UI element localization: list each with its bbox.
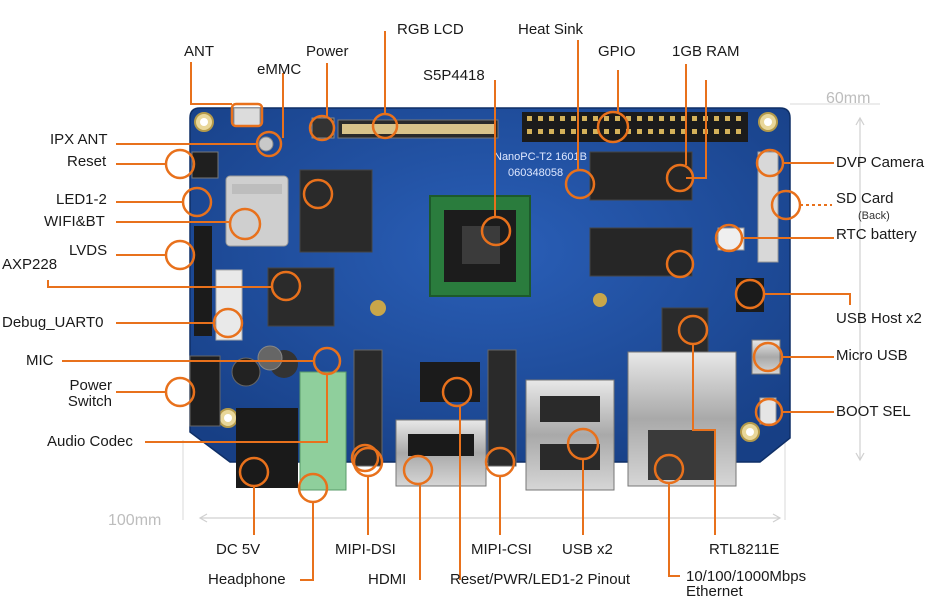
label-dc-5v: DC 5V	[216, 541, 261, 558]
label-mic: MIC	[26, 352, 54, 369]
height-dimension-label: 60mm	[826, 90, 871, 107]
power-button-marker	[308, 114, 336, 142]
gpio-pin	[736, 129, 741, 134]
heat-sink-marker	[564, 168, 596, 200]
gpio-pin	[571, 129, 576, 134]
gpio-pin	[615, 116, 620, 121]
dimension-lines	[182, 103, 880, 523]
gpio-pin	[736, 116, 741, 121]
gpio-pin	[549, 129, 554, 134]
gpio-marker	[596, 110, 630, 144]
label-audio-codec: Audio Codec	[47, 433, 133, 450]
gpio-pin	[681, 129, 686, 134]
wifi-marker	[228, 207, 262, 241]
label-ethernet-1: 10/100/1000Mbps	[686, 568, 807, 585]
gpio-pin	[725, 116, 730, 121]
gpio-pin	[626, 116, 631, 121]
gpio-pin	[659, 116, 664, 121]
label-debug-uart: Debug_UART0	[2, 314, 104, 331]
gpio-pin	[615, 129, 620, 134]
label-ant: ANT	[184, 43, 214, 60]
label-ram: 1GB RAM	[672, 43, 740, 60]
pinout-marker	[441, 376, 473, 408]
label-mipi-csi: MIPI-CSI	[471, 541, 532, 558]
gpio-pin	[714, 129, 719, 134]
label-emmc: eMMC	[257, 61, 302, 78]
gpio-pin	[604, 116, 609, 121]
gpio-pin	[725, 129, 730, 134]
label-usb-host: USB Host x2	[836, 310, 922, 327]
label-power-switch-2: Switch	[67, 393, 112, 410]
audio-codec-marker	[350, 443, 380, 473]
label-usb-x2: USB x2	[562, 541, 613, 558]
label-rtl8211e: RTL8211E	[709, 541, 780, 558]
label-hdmi: HDMI	[368, 571, 407, 588]
label-ethernet-2: Ethernet	[686, 583, 743, 600]
gpio-pin	[692, 116, 697, 121]
label-s5p4418: S5P4418	[423, 67, 485, 84]
gpio-pin	[637, 116, 642, 121]
label-reset-pinout: Reset/PWR/LED1-2 Pinout	[450, 571, 631, 588]
gpio-header	[522, 112, 748, 142]
gpio-pin	[527, 116, 532, 121]
gpio-pin	[681, 116, 686, 121]
label-sd-card-note: (Back)	[858, 210, 890, 222]
gpio-pin	[538, 116, 543, 121]
gpio-pin	[582, 129, 587, 134]
label-led: LED1-2	[56, 191, 107, 208]
label-reset: Reset	[67, 153, 107, 170]
label-ipx-ant: IPX ANT	[50, 131, 108, 148]
gpio-pin	[604, 129, 609, 134]
gpio-pin	[637, 129, 642, 134]
gpio-pin	[714, 116, 719, 121]
gpio-pin	[692, 129, 697, 134]
label-headphone: Headphone	[208, 571, 286, 588]
label-boot-sel: BOOT SEL	[836, 403, 911, 420]
width-dimension-label: 100mm	[108, 512, 162, 529]
gpio-pin	[560, 116, 565, 121]
label-micro-usb: Micro USB	[836, 347, 908, 364]
label-heat-sink: Heat Sink	[518, 21, 584, 38]
gpio-pin	[560, 129, 565, 134]
gpio-pin	[593, 129, 598, 134]
gpio-pin	[571, 116, 576, 121]
label-lvds: LVDS	[69, 242, 108, 259]
gpio-pin	[670, 129, 675, 134]
ram2-marker	[665, 249, 695, 279]
leader-lines	[47, 31, 851, 581]
gpio-pin	[648, 116, 653, 121]
label-dvp-camera: DVP Camera	[836, 154, 925, 171]
label-wifi-bt: WIFI&BT	[44, 213, 105, 230]
board-serial-print: 060348058	[508, 167, 563, 179]
gpio-pin	[648, 129, 653, 134]
label-rtc-battery: RTC battery	[836, 226, 917, 243]
label-mipi-dsi: MIPI-DSI	[335, 541, 396, 558]
emmc-marker	[302, 178, 334, 210]
gpio-pin	[582, 116, 587, 121]
label-rgb-lcd: RGB LCD	[397, 21, 464, 38]
gpio-pin	[549, 116, 554, 121]
gpio-pin	[538, 129, 543, 134]
board-name-print: NanoPC-T2 1601B	[494, 151, 587, 163]
label-power: Power	[306, 43, 349, 60]
hdmi-marker	[402, 454, 434, 486]
label-gpio: GPIO	[598, 43, 636, 60]
label-sd-card: SD Card	[836, 190, 894, 207]
gpio-pin	[593, 116, 598, 121]
gpio-pin	[670, 116, 675, 121]
label-axp228: AXP228	[2, 256, 58, 273]
gpio-pin	[527, 129, 532, 134]
label-power-switch-1: Power	[69, 377, 112, 394]
gpio-pin	[659, 129, 664, 134]
ant-marker	[230, 102, 264, 128]
